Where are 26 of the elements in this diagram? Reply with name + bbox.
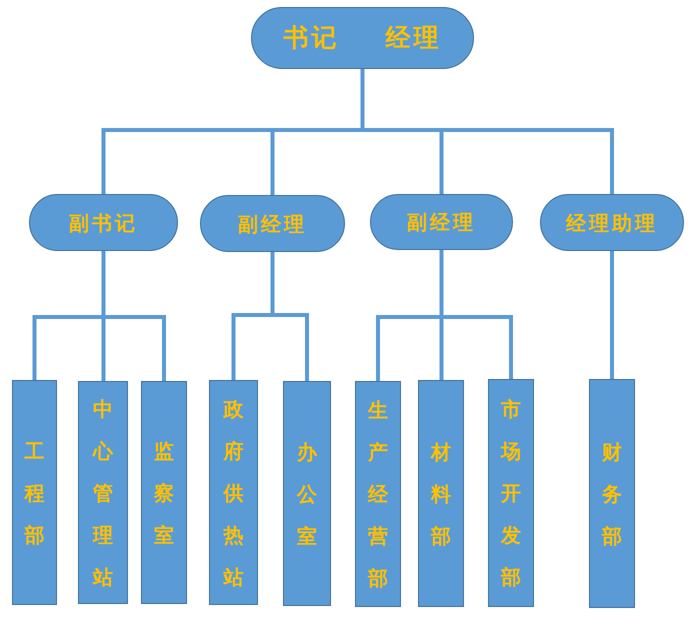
department-label: 市场开发部 — [501, 396, 521, 591]
department-label: 工程部 — [24, 438, 44, 548]
role-label: 副经理 — [407, 210, 476, 234]
department-box — [78, 381, 128, 604]
department-box — [355, 381, 401, 607]
role-label: 副经理 — [238, 212, 307, 236]
department-label: 政府供热站 — [224, 396, 244, 590]
department-label: 财务部 — [602, 438, 622, 550]
department-box — [283, 381, 331, 606]
department-label: 中心管理站 — [93, 396, 113, 590]
department-label: 材料部 — [431, 438, 451, 550]
department-box — [589, 379, 635, 608]
role-label: 书记 — [284, 23, 340, 53]
department-box — [488, 379, 534, 607]
department-box — [418, 380, 464, 607]
connector-line — [360, 69, 614, 194]
department-label: 监察室 — [154, 438, 174, 548]
connector-line — [610, 251, 614, 379]
department-box — [141, 381, 187, 604]
role-label: 副书记 — [69, 210, 138, 234]
role-label: 经理助理 — [566, 210, 658, 234]
department-label: 办公室 — [297, 438, 317, 550]
role-label: 经理 — [386, 23, 442, 53]
department-box — [12, 380, 57, 605]
department-box — [209, 380, 258, 605]
department-label: 生产经营部 — [368, 397, 388, 592]
